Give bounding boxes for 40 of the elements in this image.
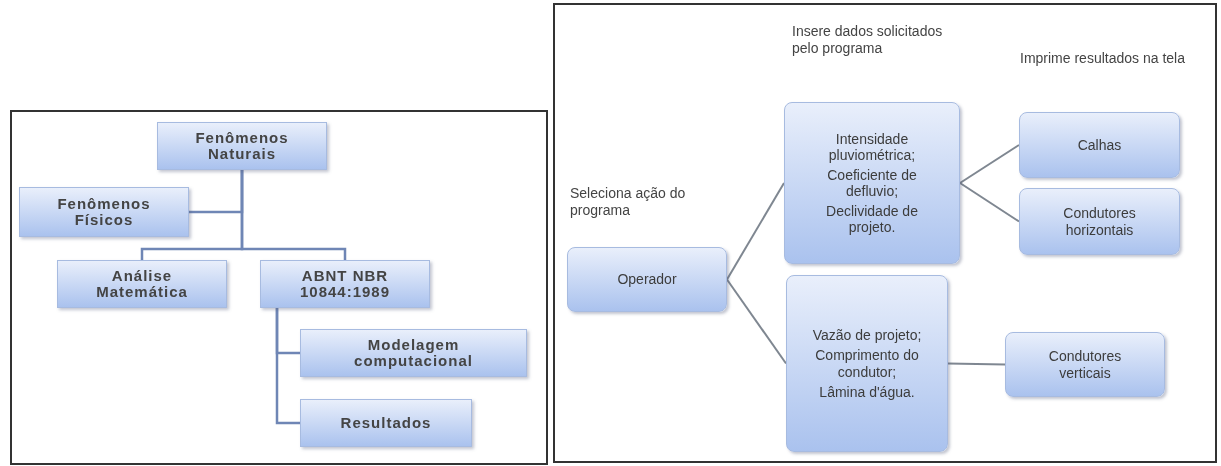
box-text: Vazão de projeto; <box>812 327 922 344</box>
connector-line <box>959 144 1020 184</box>
connector-line <box>275 308 300 425</box>
box-text: Comprimento do condutor; <box>814 347 920 380</box>
box-text: Calhas <box>1077 136 1122 154</box>
box-text: Análise Matemática <box>95 267 189 301</box>
process-box <box>19 187 189 237</box>
box-text: Modelagem computacional <box>353 336 474 370</box>
box-text: Condutores horizontais <box>1062 205 1137 238</box>
connector-line <box>726 278 787 365</box>
box-text: Fenômenos Naturais <box>194 129 290 163</box>
process-box <box>260 260 430 308</box>
column-heading: Imprime resultados na tela <box>1020 50 1186 67</box>
box-text: Lâmina d'água. <box>819 383 915 400</box>
process-box <box>57 260 227 308</box>
connector-line <box>240 170 347 260</box>
connector-line <box>947 362 1006 366</box>
process-box <box>567 247 727 312</box>
box-text: Operador <box>617 271 677 288</box>
panel-frame <box>553 3 1217 463</box>
box-text: Resultados <box>340 414 432 432</box>
connector-line <box>959 182 1020 223</box>
panel-frame <box>10 110 548 465</box>
process-box <box>300 329 527 377</box>
box-text: Condutores verticais <box>1047 348 1123 381</box>
box-text: ABNT NBR 10844:1989 <box>298 267 392 301</box>
column-heading: Seleciona ação do programa <box>570 185 687 219</box>
process-box <box>300 399 472 447</box>
process-box <box>157 122 327 170</box>
process-box <box>784 102 960 264</box>
process-box <box>1005 332 1165 397</box>
box-text: Coeficiente de defluvio; <box>826 166 918 200</box>
box-text: Fenômenos Físicos <box>56 195 152 229</box>
process-box <box>786 275 948 452</box>
process-box <box>1019 112 1180 178</box>
column-heading: Insere dados solicitados pelo programa <box>792 23 944 57</box>
connector-line <box>726 182 785 281</box>
process-box <box>1019 188 1180 255</box>
box-text: Intensidade pluviométrica; <box>827 130 917 163</box>
box-text: Declividade de projeto. <box>825 203 919 236</box>
